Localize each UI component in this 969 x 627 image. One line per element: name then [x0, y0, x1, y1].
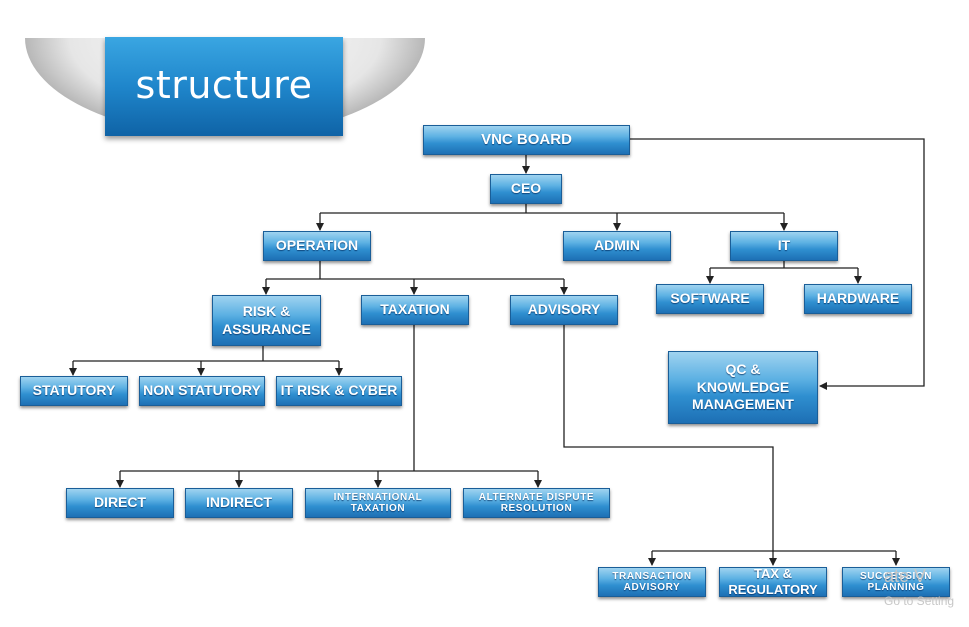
node-vnc-board: VNC BOARD [423, 125, 630, 155]
node-software: SOFTWARE [656, 284, 764, 314]
node-taxation: TAXATION [361, 295, 469, 325]
node-succession-planning: SUCCESSION PLANNING [842, 567, 950, 597]
banner-panel: structure [105, 37, 343, 136]
node-alternate-dispute-resolution: ALTERNATE DISPUTE RESOLUTION [463, 488, 610, 518]
node-it-risk-cyber: IT RISK & CYBER [276, 376, 402, 406]
node-qc-knowledge-management: QC & KNOWLEDGE MANAGEMENT [668, 351, 818, 424]
page-title: structure [135, 62, 313, 107]
node-hardware: HARDWARE [804, 284, 912, 314]
activation-watermark-sub: Go to Setting [884, 594, 955, 608]
node-transaction-advisory: TRANSACTION ADVISORY [598, 567, 706, 597]
node-tax-regulatory: TAX & REGULATORY [719, 566, 827, 597]
node-it: IT [730, 231, 838, 261]
node-non-statutory: NON STATUTORY [139, 376, 265, 406]
node-advisory: ADVISORY [510, 295, 618, 325]
node-admin: ADMIN [563, 231, 671, 261]
node-risk-assurance: RISK & ASSURANCE [212, 295, 321, 346]
node-operation: OPERATION [263, 231, 371, 261]
node-ceo: CEO [490, 174, 562, 204]
node-statutory: STATUTORY [20, 376, 128, 406]
node-international-taxation: INTERNATIONAL TAXATION [305, 488, 451, 518]
node-direct: DIRECT [66, 488, 174, 518]
node-indirect: INDIRECT [185, 488, 293, 518]
activation-watermark: ate V [884, 566, 927, 586]
